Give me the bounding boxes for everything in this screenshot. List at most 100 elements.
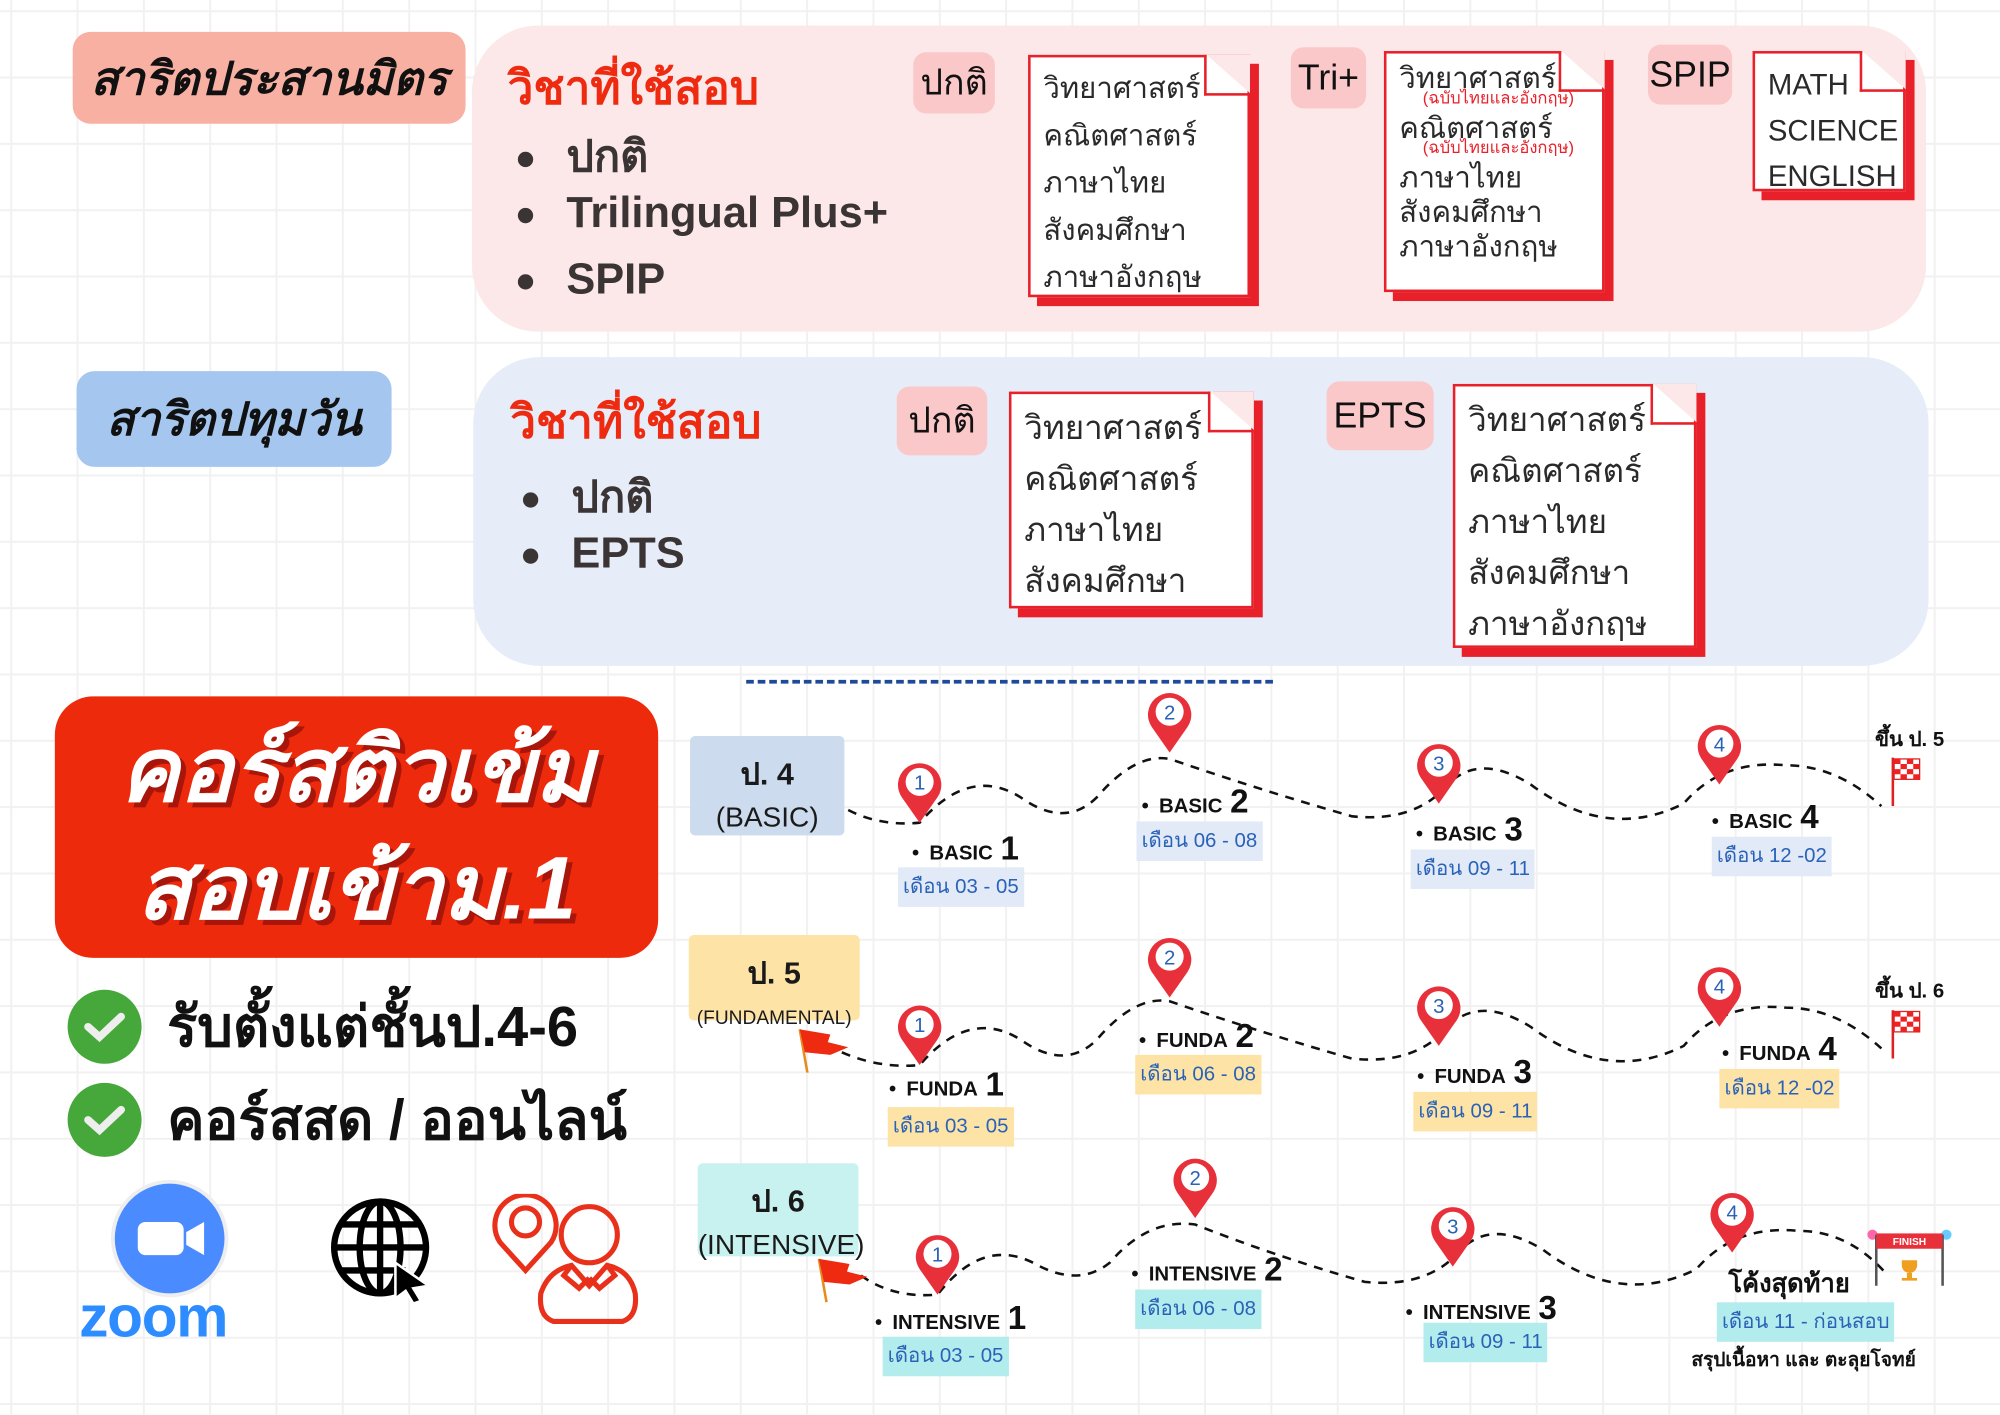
stage-date: เดือน 06 - 08	[1136, 821, 1263, 861]
map-pin-icon: 1	[895, 759, 943, 823]
grade-name: ป. 6	[751, 1184, 805, 1220]
stage-name: INTENSIVE	[1148, 1264, 1257, 1286]
roadmap-path	[847, 756, 1883, 825]
stage-date: เดือน 06 - 08	[1135, 1054, 1262, 1095]
subject-name: สังคมศึกษา	[1468, 553, 1631, 592]
subject-name: สังคมศึกษา	[1043, 213, 1187, 247]
feature-text: รับตั้งแต่ชั้นป.4-6	[167, 996, 579, 1059]
stage-number: 3	[1513, 1052, 1532, 1091]
stage-label: INTENSIVE 2	[1131, 1249, 1283, 1290]
stage-number: 1	[1000, 829, 1019, 868]
subject-document: วิทยาศาสตร์คณิตศาสตร์ภาษาไทยสังคมศึกษาภา…	[1028, 54, 1250, 298]
subject-name: วิทยาศาสตร์	[1468, 400, 1646, 439]
program-tag: EPTS	[1326, 381, 1434, 451]
map-pin-icon: 3	[1415, 982, 1463, 1046]
folded-corner-icon	[1650, 383, 1697, 425]
stage-number: 2	[1264, 1249, 1283, 1289]
checkered-flag-icon	[1890, 1008, 1923, 1065]
pin-number: 3	[1433, 753, 1444, 775]
stage-name: FUNDA	[1434, 1066, 1506, 1089]
stage-date: เดือน 06 - 08	[1135, 1289, 1262, 1330]
map-pin-icon: 3	[1429, 1203, 1477, 1267]
divider	[746, 679, 1273, 684]
program-tag: ปกติ	[913, 52, 995, 114]
stage-name: BASIC	[1433, 823, 1497, 846]
subject-name: ภาษาไทย	[1024, 510, 1164, 549]
folded-corner-icon	[1207, 391, 1254, 433]
map-pin-icon: 4	[1695, 963, 1743, 1027]
stage-label: BASIC 1	[912, 829, 1019, 869]
zoom-video-icon	[114, 1183, 225, 1294]
feature-text: คอร์สสด / ออนไลน์	[167, 1089, 627, 1152]
subject-name: คณิตศาสตร์	[1043, 118, 1198, 152]
subject-document: วิทยาศาสตร์คณิตศาสตร์ภาษาไทยสังคมศึกษาภา…	[1452, 383, 1697, 648]
stage-name: BASIC	[929, 843, 993, 865]
subject-name: วิทยาศาสตร์	[1024, 408, 1203, 447]
stage-date: เดือน 11 - ก่อนสอบ	[1716, 1302, 1895, 1342]
stage-number: 4	[1800, 797, 1819, 836]
location-person-icon	[492, 1193, 639, 1324]
pin-number: 2	[1164, 702, 1175, 724]
grade-name: ป. 5	[747, 956, 801, 992]
grade-label: ป. 4(BASIC)	[690, 735, 845, 836]
headline-line1: คอร์สติวเข้ม	[119, 720, 594, 821]
map-pin-icon: 4	[1708, 1189, 1756, 1253]
subjects-title: วิชาที่ใช้สอบ	[507, 61, 760, 114]
next-grade-label: ขึ้น ป. 6	[1874, 980, 1945, 1003]
stage-number: 1	[985, 1065, 1004, 1104]
map-pin-icon: 1	[913, 1231, 961, 1295]
stage-name: INTENSIVE	[1422, 1302, 1531, 1324]
subject-name: คณิตศาสตร์	[1024, 459, 1199, 498]
pin-number: 4	[1714, 977, 1725, 999]
pin-number: 1	[914, 1015, 925, 1037]
pin-number: 3	[1447, 1216, 1458, 1238]
checkered-flag-icon	[1890, 755, 1923, 812]
subject-name: คณิตศาสตร์	[1468, 451, 1642, 490]
feature-item: รับตั้งแต่ชั้นป.4-6	[67, 982, 579, 1071]
globe-cursor-icon	[330, 1198, 432, 1304]
campus-title-pathumwan: สาริตปทุมวัน	[76, 371, 392, 467]
zoom-logo-text: zoom	[79, 1283, 228, 1350]
stage-number: 2	[1235, 1016, 1254, 1055]
pin-number: 2	[1164, 947, 1175, 969]
finish-banner-icon: FINISH	[1866, 1227, 1953, 1295]
grade-level: (FUNDAMENTAL)	[696, 1007, 852, 1030]
stage-name: โค้งสุดท้าย	[1728, 1270, 1850, 1299]
map-pin-icon: 2	[1145, 934, 1193, 998]
program-item: Trilingual Plus+	[518, 189, 888, 239]
subject-name: ภาษาอังกฤษ	[1043, 260, 1202, 294]
subject-name: วิทยาศาสตร์	[1399, 61, 1557, 95]
folded-corner-icon	[1859, 51, 1906, 92]
subject-name: ENGLISH	[1767, 159, 1897, 193]
campus-title-prasarnmit: สาริตประสานมิตร	[72, 31, 466, 124]
grade-level: (INTENSIVE)	[697, 1228, 865, 1261]
stage-label: BASIC 3	[1416, 810, 1523, 850]
program-tag: SPIP	[1647, 44, 1733, 105]
program-tag: ปกติ	[896, 386, 988, 456]
feature-item: คอร์สสด / ออนไลน์	[67, 1075, 627, 1164]
map-pin-icon: 1	[895, 1001, 943, 1066]
headline-box: คอร์สติวเข้ม สอบเข้าม.1	[54, 696, 659, 958]
stage-label: FUNDA 3	[1417, 1052, 1532, 1092]
stage-number: 3	[1504, 809, 1523, 849]
pin-number: 1	[914, 773, 925, 795]
start-flag-icon	[816, 1256, 870, 1308]
stage-number: 4	[1818, 1029, 1837, 1068]
subject-document: วิทยาศาสตร์คณิตศาสตร์ภาษาไทยสังคมศึกษา	[1008, 391, 1254, 609]
program-item: SPIP	[518, 255, 665, 305]
grade-label: ป. 6 (INTENSIVE)	[697, 1163, 865, 1260]
pin-number: 4	[1714, 734, 1725, 756]
map-pin-icon: 3	[1415, 740, 1463, 804]
stage-date: เดือน 03 - 05	[882, 1336, 1009, 1377]
pin-number: 3	[1433, 996, 1444, 1018]
headline-line2: สอบเข้าม.1	[136, 838, 577, 938]
